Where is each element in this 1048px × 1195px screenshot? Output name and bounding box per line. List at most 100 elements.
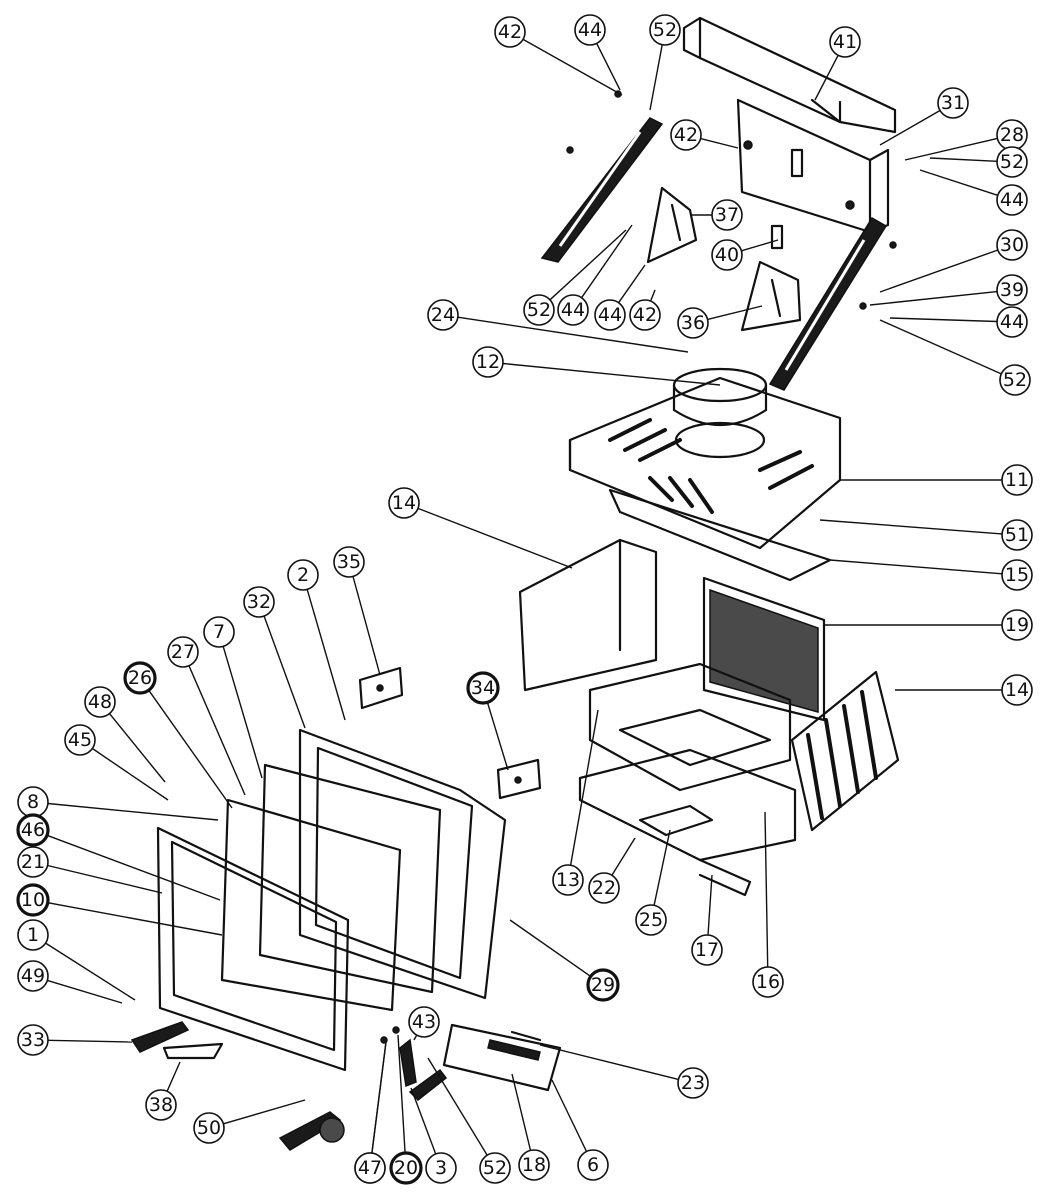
callout-number: 19 (1005, 614, 1029, 636)
callout-44: 44 (574, 14, 606, 46)
callout-balloon (17, 960, 49, 992)
callout-balloon (17, 846, 49, 878)
callout-number: 23 (681, 1072, 705, 1094)
callout-number: 47 (358, 1157, 382, 1179)
callout-number: 45 (68, 729, 92, 751)
leader-line-42 (649, 289, 656, 302)
part-latch-38 (162, 1042, 224, 1060)
leader-line-10 (47, 902, 223, 936)
callout-balloon (649, 14, 681, 46)
leader-line-41 (814, 54, 839, 101)
callout-balloon (937, 87, 969, 119)
leader-line-3 (410, 1087, 437, 1155)
callout-balloon (333, 546, 365, 578)
callout-balloon (17, 919, 49, 951)
part-ash-lip-18 (442, 1023, 562, 1092)
callout-8: 8 (17, 786, 49, 818)
callout-balloon (577, 1149, 609, 1181)
leader-line-15 (829, 559, 1003, 575)
callout-39: 39 (996, 274, 1028, 306)
leader-line-26 (148, 689, 233, 809)
callout-number: 1 (27, 924, 39, 946)
leader-line-2 (306, 589, 346, 721)
callout-balloon (586, 968, 620, 1002)
callout-46: 46 (16, 813, 50, 847)
callout-number: 43 (412, 1011, 436, 1033)
leader-line-52 (879, 319, 1002, 375)
callout-44: 44 (996, 306, 1028, 338)
leader-line-51 (819, 519, 1003, 535)
callout-42: 42 (494, 16, 526, 48)
callout-number: 22 (592, 877, 616, 899)
callout-balloon (389, 1151, 423, 1185)
callout-balloon (629, 299, 661, 331)
leader-line-20 (397, 1034, 406, 1154)
callout-44: 44 (996, 184, 1028, 216)
callout-number: 30 (1000, 234, 1024, 256)
callout-balloon (17, 1024, 49, 1056)
callout-number: 41 (833, 31, 857, 53)
callout-balloon (829, 26, 861, 58)
callout-balloon (996, 184, 1028, 216)
part-lever-50 (278, 1111, 345, 1151)
part-hinge-plate-34 (496, 758, 542, 800)
callout-50: 50 (193, 1112, 225, 1144)
leader-line-45 (92, 747, 169, 801)
callout-balloon (677, 307, 709, 339)
callout-44: 44 (594, 299, 626, 331)
callout-16: 16 (752, 966, 784, 998)
callout-balloon (64, 724, 96, 756)
part-bracket-36 (740, 260, 802, 332)
callout-number: 52 (1003, 369, 1027, 391)
callout-number: 52 (483, 1157, 507, 1179)
part-side-panel-14-left (518, 538, 658, 692)
callout-number: 42 (674, 124, 698, 146)
callout-18: 18 (518, 1149, 550, 1181)
callout-41: 41 (829, 26, 861, 58)
callout-balloon (494, 16, 526, 48)
leader-line-31 (879, 109, 941, 146)
leader-line-18 (511, 1073, 532, 1151)
callout-number: 52 (1000, 151, 1024, 173)
callout-number: 42 (498, 21, 522, 43)
leader-line-46 (46, 834, 221, 901)
callout-45: 45 (64, 724, 96, 756)
callout-number: 32 (247, 591, 271, 613)
leader-line-52 (929, 157, 998, 162)
callout-balloon (574, 14, 606, 46)
leader-line-24 (457, 316, 689, 353)
leader-line-36 (707, 305, 763, 321)
callout-balloon (999, 364, 1031, 396)
leader-line-22 (611, 837, 636, 876)
callout-29: 29 (586, 968, 620, 1002)
callout-balloon (588, 872, 620, 904)
callout-balloon (557, 294, 589, 326)
callout-balloon (635, 904, 667, 936)
callout-balloon (16, 813, 50, 847)
leader-line-14 (417, 507, 573, 569)
callout-35: 35 (333, 546, 365, 578)
callout-30: 30 (996, 229, 1028, 261)
callout-balloon (552, 864, 584, 896)
leader-line-43 (413, 1034, 418, 1041)
callout-balloon (711, 239, 743, 271)
part-side-panel-14-right (790, 670, 900, 832)
leader-line-35 (352, 576, 381, 676)
callout-balloon (996, 146, 1028, 178)
callout-2: 2 (287, 559, 319, 591)
part-back-panel-31 (736, 98, 890, 234)
callout-26: 26 (123, 661, 157, 695)
callout-14: 14 (388, 487, 420, 519)
callout-25: 25 (635, 904, 667, 936)
callout-balloon (145, 1089, 177, 1121)
callout-number: 48 (88, 691, 112, 713)
callout-36: 36 (677, 307, 709, 339)
callout-number: 37 (715, 204, 739, 226)
leader-line-34 (486, 702, 509, 771)
part-rear-grate-19 (702, 576, 826, 722)
callout-number: 24 (431, 304, 455, 326)
callout-number: 40 (715, 244, 739, 266)
part-hinge-plate-35 (358, 666, 404, 710)
leader-line-23 (539, 1044, 679, 1081)
leader-line-52 (427, 1057, 488, 1156)
